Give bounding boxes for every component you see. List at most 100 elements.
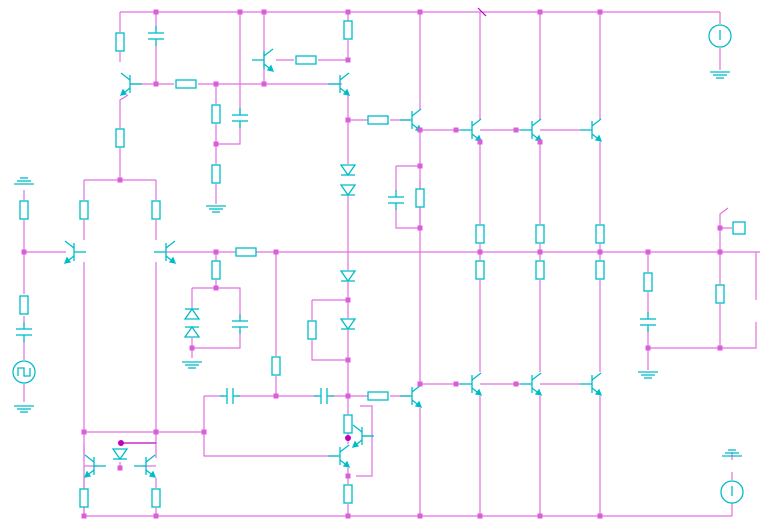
junction-node bbox=[477, 249, 483, 255]
diode bbox=[111, 448, 129, 461]
resistor bbox=[343, 484, 353, 504]
junction-node bbox=[513, 127, 519, 133]
junction-node bbox=[345, 117, 351, 123]
resistor bbox=[535, 224, 545, 244]
junction-node bbox=[345, 297, 351, 303]
resistor bbox=[595, 224, 605, 244]
junction-nodes bbox=[21, 9, 723, 519]
capacitor bbox=[232, 314, 248, 334]
junction-node bbox=[213, 141, 219, 147]
junction-node bbox=[261, 81, 267, 87]
resistor bbox=[79, 200, 89, 220]
probe-marker bbox=[118, 7, 487, 446]
junction-node bbox=[81, 429, 87, 435]
junction-node bbox=[453, 127, 459, 133]
resistor bbox=[151, 200, 161, 220]
junction-node bbox=[21, 249, 27, 255]
junction-node bbox=[417, 163, 423, 169]
resistor bbox=[19, 200, 29, 220]
pnp-transistor bbox=[460, 372, 483, 396]
junction-node bbox=[213, 249, 219, 255]
ground bbox=[14, 405, 34, 413]
wire-network bbox=[23, 11, 760, 517]
resistor bbox=[307, 320, 317, 340]
npn-transistor bbox=[520, 118, 543, 142]
junction-node bbox=[213, 81, 219, 87]
junction-node bbox=[273, 393, 279, 399]
diode bbox=[339, 318, 357, 331]
junction-node bbox=[717, 225, 723, 231]
resistor bbox=[715, 284, 725, 304]
probe-terminal bbox=[732, 221, 746, 235]
junction-node bbox=[189, 345, 195, 351]
junction-node bbox=[597, 9, 603, 15]
resistor bbox=[115, 128, 125, 148]
npn-transistor bbox=[328, 72, 351, 96]
junction-node bbox=[453, 381, 459, 387]
junction-node bbox=[81, 513, 87, 519]
junction-node bbox=[537, 139, 543, 145]
npn-transistor bbox=[63, 240, 86, 264]
junction-node bbox=[417, 513, 423, 519]
dc-voltage-source bbox=[708, 24, 732, 48]
resistor bbox=[151, 488, 161, 508]
junction-node bbox=[717, 249, 723, 255]
npn-transistor bbox=[252, 48, 275, 72]
npn-transistor bbox=[119, 72, 142, 96]
junction-node bbox=[537, 9, 543, 15]
dc-voltage-source bbox=[720, 480, 744, 504]
junction-node bbox=[153, 429, 159, 435]
resistor bbox=[115, 32, 125, 52]
resistor bbox=[367, 115, 389, 125]
junction-node bbox=[345, 357, 351, 363]
diode bbox=[339, 270, 357, 283]
resistor bbox=[343, 414, 353, 434]
capacitor bbox=[220, 388, 240, 404]
resistor bbox=[235, 247, 257, 257]
resistor bbox=[211, 164, 221, 184]
junction-node bbox=[345, 9, 351, 15]
resistor bbox=[211, 260, 221, 280]
diode bbox=[183, 307, 201, 320]
junction-node bbox=[477, 139, 483, 145]
resistor bbox=[79, 488, 89, 508]
pnp-transistor bbox=[400, 384, 423, 408]
capacitor bbox=[314, 388, 334, 404]
ground bbox=[710, 71, 730, 79]
diode bbox=[339, 184, 357, 197]
junction-node bbox=[417, 9, 423, 15]
npn-transistor bbox=[580, 118, 603, 142]
capacitor bbox=[232, 108, 248, 128]
capacitor bbox=[148, 26, 164, 46]
capacitor bbox=[640, 312, 656, 332]
component-symbols bbox=[12, 20, 746, 508]
npn-transistor bbox=[134, 454, 157, 478]
capacitor bbox=[388, 190, 404, 210]
resistor bbox=[475, 224, 485, 244]
resistor bbox=[367, 391, 389, 401]
junction-node bbox=[345, 513, 351, 519]
junction-node bbox=[717, 345, 723, 351]
junction-node bbox=[345, 473, 351, 479]
junction-node bbox=[345, 57, 351, 63]
resistor bbox=[595, 260, 605, 280]
signal-source bbox=[12, 360, 36, 384]
junction-node bbox=[201, 429, 207, 435]
ground bbox=[14, 177, 34, 185]
junction-node bbox=[537, 249, 543, 255]
junction-node bbox=[477, 513, 483, 519]
junction-node bbox=[261, 9, 267, 15]
junction-node bbox=[417, 225, 423, 231]
pnp-transistor bbox=[520, 372, 543, 396]
junction-node bbox=[345, 393, 351, 399]
junction-node bbox=[117, 465, 123, 471]
pnp-transistor bbox=[351, 424, 374, 448]
junction-node bbox=[273, 249, 279, 255]
capacitor bbox=[16, 322, 32, 342]
diode bbox=[339, 164, 357, 177]
junction-node bbox=[513, 381, 519, 387]
resistor bbox=[535, 260, 545, 280]
npn-transistor bbox=[154, 240, 177, 264]
junction-node bbox=[153, 81, 159, 87]
